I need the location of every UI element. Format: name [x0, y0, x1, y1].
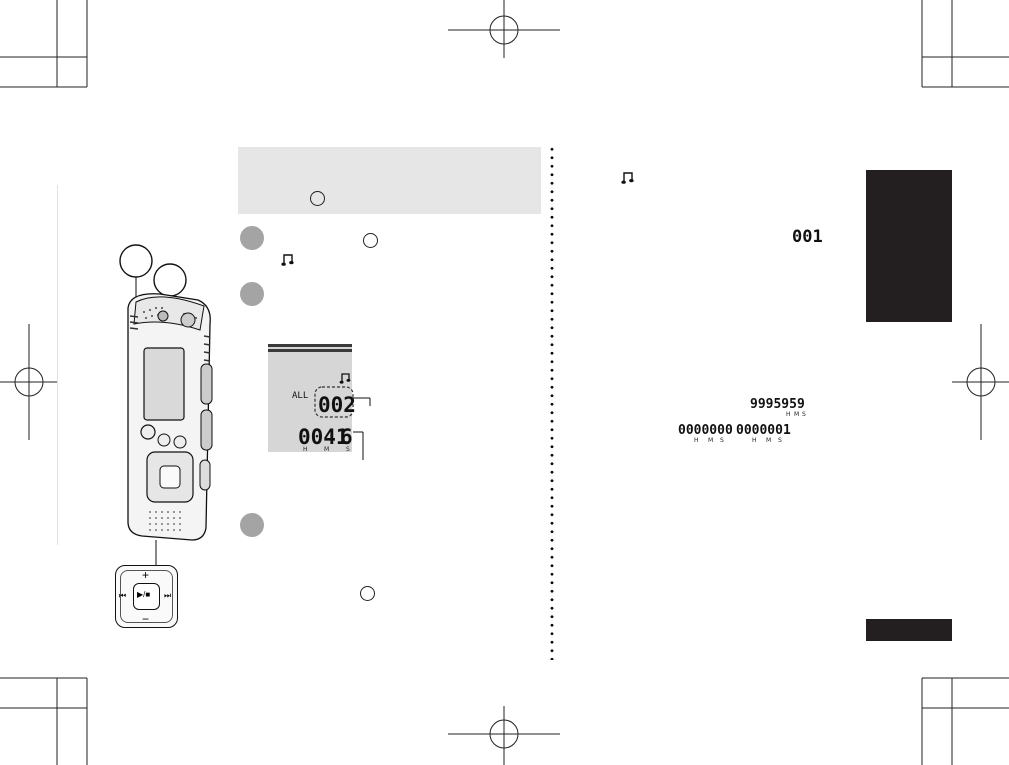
lcd-time-seconds: 6: [340, 425, 353, 449]
file-number-display: 001: [792, 227, 823, 247]
svg-text:S: S: [802, 411, 806, 418]
section-side-tab: [866, 170, 952, 322]
svg-text:H: H: [694, 437, 699, 444]
svg-text:001: 001: [792, 227, 823, 247]
control-pad-enlarged: + − ▶/■ ⏮ ⏭: [115, 565, 178, 628]
music-note-icon: [339, 373, 351, 384]
lcd-screen: ALL 002 0041 6 H M S: [268, 344, 371, 460]
button-reference-circle: [363, 233, 378, 248]
next-icon: ⏭: [164, 591, 172, 600]
step-1-marker: [240, 226, 264, 250]
svg-text:M: M: [708, 437, 713, 444]
svg-text:M: M: [794, 411, 799, 418]
page-number-tab: [866, 619, 952, 641]
lcd-time-value: 0041: [298, 425, 349, 449]
svg-text:9995959: 9995959: [750, 397, 805, 412]
callout-circle-b: [153, 263, 187, 297]
svg-text:0000000: 0000000: [678, 423, 733, 438]
max-time-display: 9995959 H M S: [750, 397, 806, 418]
play-pause-icon: ▶/■: [137, 590, 151, 599]
svg-text:S: S: [778, 437, 782, 444]
time-range-display: 0000000 H M S 0000001 H M S: [678, 423, 791, 444]
lcd-file-number: 002: [318, 393, 356, 417]
svg-text:H: H: [303, 446, 308, 453]
music-note-icon: [281, 254, 294, 266]
svg-text:S: S: [346, 446, 350, 453]
voice-recorder-illustration: [119, 244, 213, 566]
svg-text:0000001: 0000001: [736, 423, 791, 438]
plus-label: +: [142, 568, 150, 582]
previous-icon: ⏮: [119, 591, 127, 600]
music-note-icon: [621, 172, 634, 184]
callout-circle-a: [119, 244, 153, 278]
button-reference-circle: [360, 586, 375, 601]
lcd-all-label: ALL: [292, 391, 308, 401]
minus-label: −: [142, 612, 150, 626]
step-2-marker: [240, 282, 264, 306]
svg-text:H: H: [752, 437, 757, 444]
step-3-marker: [240, 513, 264, 537]
svg-text:M: M: [766, 437, 771, 444]
svg-text:S: S: [720, 437, 724, 444]
margin-guide: [57, 185, 58, 545]
svg-text:H: H: [786, 411, 791, 418]
button-reference-circle: [310, 191, 325, 206]
svg-text:M: M: [324, 446, 329, 453]
column-divider: [550, 145, 554, 660]
note-box: [238, 147, 541, 214]
